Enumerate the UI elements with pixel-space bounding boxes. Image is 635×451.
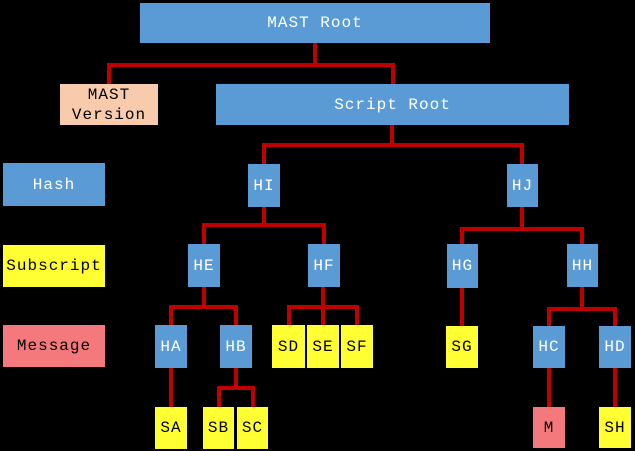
edge-to-mast-version	[107, 63, 111, 84]
edge-he-stem	[202, 287, 206, 309]
node-se: SE	[307, 325, 339, 368]
node-mast-version: MAST Version	[60, 84, 158, 125]
edge-to-hj	[520, 143, 524, 164]
edge-hi-stem	[262, 207, 266, 227]
row-label-message: Message	[3, 325, 105, 367]
edge-hf-split	[287, 305, 359, 309]
edge-mastroot-stem	[313, 43, 317, 67]
node-sb: SB	[203, 407, 234, 449]
edge-to-hg	[460, 227, 464, 244]
edge-script-split	[262, 143, 524, 147]
edge-scriptroot-stem	[390, 125, 394, 147]
node-sc: SC	[237, 407, 268, 449]
node-hc: HC	[533, 326, 565, 368]
edge-to-sc	[251, 386, 255, 407]
node-hd: HD	[599, 326, 631, 368]
edge-to-hd	[613, 307, 617, 326]
edge-hi-split	[202, 223, 326, 227]
edge-hc-to-m	[547, 368, 551, 407]
edge-hj-split	[460, 227, 584, 231]
edge-to-sb	[217, 386, 221, 407]
edge-to-sd	[287, 305, 291, 325]
node-hf: HF	[308, 244, 340, 287]
node-sh: SH	[599, 407, 631, 448]
edge-root-split	[107, 63, 395, 67]
node-sg: SG	[446, 326, 478, 368]
node-hg: HG	[447, 244, 478, 288]
node-sa: SA	[155, 407, 187, 449]
edge-ha-to-sa	[169, 368, 173, 407]
node-mast-root: MAST Root	[140, 3, 490, 43]
node-m: M	[533, 407, 565, 448]
edge-hh-split	[547, 307, 617, 311]
edge-he-split	[169, 305, 238, 309]
node-script-root: Script Root	[216, 84, 569, 125]
edge-to-sf	[355, 305, 359, 325]
edge-hg-to-sg	[460, 288, 464, 326]
node-hb: HB	[220, 325, 252, 368]
edge-to-script-root	[391, 63, 395, 84]
edge-hj-stem	[520, 207, 524, 231]
row-label-subscript: Subscript	[3, 245, 105, 287]
edge-hd-to-sh	[613, 368, 617, 407]
node-hj: HJ	[507, 164, 538, 207]
edge-to-hi	[262, 143, 266, 164]
edge-to-ha	[169, 305, 173, 325]
edge-to-hh	[580, 227, 584, 244]
edge-hb-split	[217, 386, 255, 390]
edge-to-hb	[234, 305, 238, 325]
node-hi: HI	[248, 164, 280, 207]
node-hh: HH	[567, 244, 598, 287]
edge-to-he	[202, 223, 206, 244]
node-ha: HA	[155, 325, 187, 368]
node-sf: SF	[341, 325, 373, 368]
node-sd: SD	[272, 325, 305, 368]
edge-to-hf	[322, 223, 326, 244]
node-he: HE	[188, 244, 220, 287]
edge-hb-stem	[234, 368, 238, 390]
edge-to-hc	[547, 307, 551, 326]
edge-hh-stem	[580, 287, 584, 311]
row-label-hash: Hash	[3, 163, 105, 206]
